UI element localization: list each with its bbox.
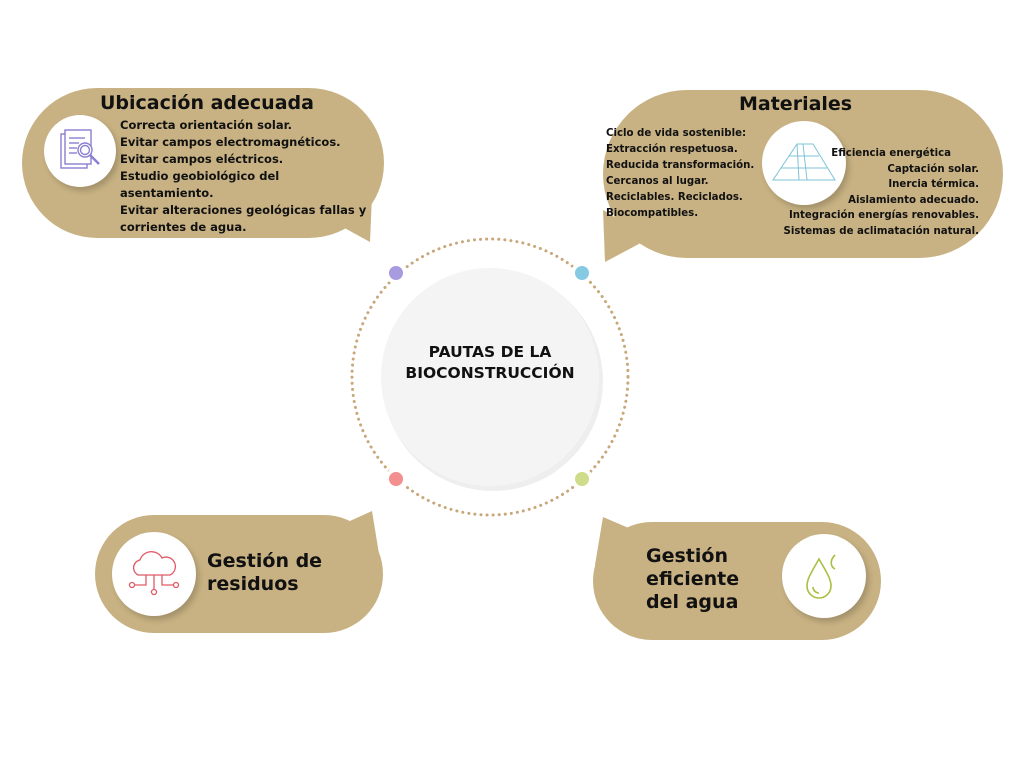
list-item: Sistemas de aclimatación natural.	[783, 225, 980, 237]
list-item: Aislamiento adecuado.	[848, 194, 979, 206]
list-item: Inercia térmica.	[888, 179, 979, 190]
bubble-tail	[330, 195, 372, 242]
green-dot	[571, 468, 593, 490]
bubble-ubicacion	[22, 88, 384, 238]
cloud-network-icon	[112, 532, 196, 616]
pyramid-icon	[762, 121, 846, 205]
bubble-tail	[595, 517, 645, 565]
list-item: Evitar campos electromagnéticos.	[120, 135, 341, 149]
residuos-title: Gestión de residuos	[207, 550, 322, 596]
title-line: del agua	[646, 591, 739, 613]
list-item: Correcta orientación solar.	[120, 118, 293, 132]
list-item: Estudio geobiológico del asentamiento.	[120, 169, 280, 200]
water-drop-icon	[782, 534, 866, 618]
red-dot	[385, 468, 407, 490]
list-item: Biocompatibles.	[606, 208, 699, 219]
list-heading: Eficiencia energética	[831, 148, 951, 159]
center-circle	[381, 268, 599, 486]
center-title: PAUTAS DE LA BIOCONSTRUCCIÓN	[380, 342, 600, 384]
materiales-left-list: Ciclo de vida sostenible: Extracción res…	[606, 126, 754, 222]
title-line: Gestión	[646, 545, 728, 567]
dotted-ring	[350, 237, 630, 517]
center-title-line: PAUTAS DE LA	[428, 343, 552, 361]
bubble-tail	[603, 210, 650, 262]
title-line: Gestión de	[207, 550, 323, 572]
title-line: residuos	[207, 573, 299, 595]
title-line: eficiente	[646, 568, 740, 590]
ubicacion-title: Ubicación adecuada	[100, 92, 314, 114]
list-item: Reciclables. Reciclados.	[606, 192, 743, 203]
list-item: Evitar alteraciones geológicas fallas y …	[120, 203, 367, 234]
list-item: Cercanos al lugar.	[606, 176, 709, 187]
materiales-title: Materiales	[739, 93, 853, 115]
list-heading: Ciclo de vida sostenible:	[606, 128, 747, 139]
list-item: Captación solar.	[887, 163, 979, 175]
center-title-line: BIOCONSTRUCCIÓN	[405, 364, 575, 382]
list-item: Integración energías renovables.	[788, 210, 979, 221]
blue-dot	[571, 262, 593, 284]
ubicacion-list: Correcta orientación solar. Evitar campo…	[120, 117, 370, 236]
list-item: Reducida transformación.	[606, 160, 755, 171]
agua-title: Gestión eficiente del agua	[646, 545, 739, 614]
purple-dot	[385, 262, 407, 284]
bubble-tail	[330, 511, 380, 560]
document-search-icon	[44, 115, 116, 187]
list-item: Extracción respetuosa.	[606, 144, 738, 155]
materiales-right-list: Eficiencia energética Captación solar. I…	[784, 146, 980, 239]
list-item: Evitar campos eléctricos.	[120, 152, 284, 166]
